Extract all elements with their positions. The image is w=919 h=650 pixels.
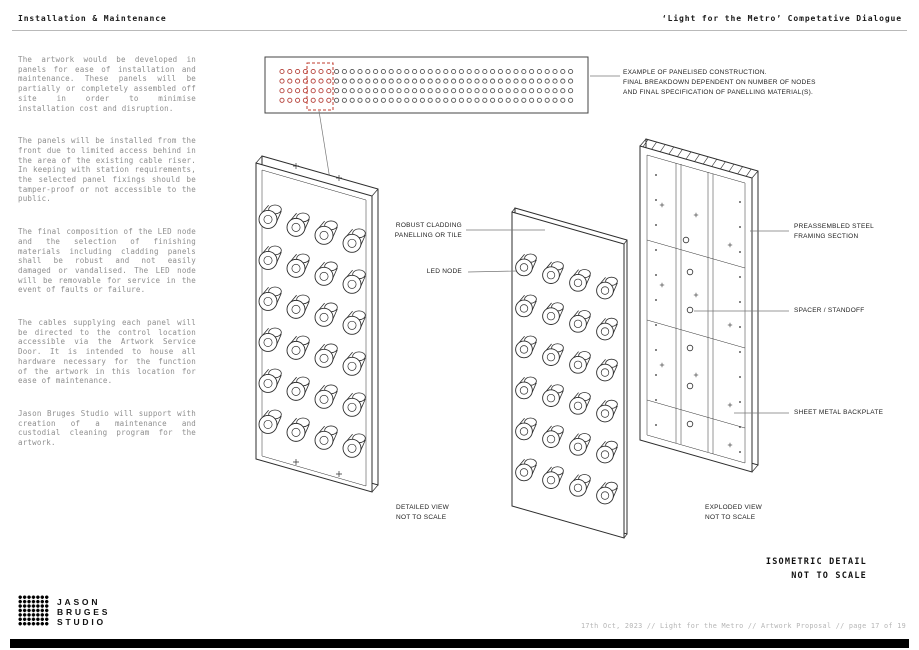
body-paragraph: The cables supplying each panel will be …: [18, 318, 196, 386]
led-node-label: LED NODE: [426, 268, 462, 275]
page-bottom-bar: [10, 639, 909, 648]
body-paragraph: The panels will be installed from the fr…: [18, 136, 196, 204]
spacer-label: SPACER / STANDOFF: [794, 307, 865, 314]
panel-strip-dots: [279, 68, 574, 103]
panel-strip-outline: [264, 56, 589, 114]
panel-fixing-marks: [293, 163, 342, 477]
body-copy: The artwork would be developed in panels…: [18, 55, 196, 471]
body-paragraph: The final composition of the LED node an…: [18, 227, 196, 295]
detailed-view-caption: DETAILED VIEW NOT TO SCALE: [396, 504, 449, 521]
framing-label: PREASSEMBLED STEEL FRAMING SECTION: [794, 223, 874, 240]
studio-logo-mark: [18, 595, 49, 626]
annotation-leaders: [466, 229, 789, 414]
framing-rails: [646, 163, 746, 454]
framing-fixing-marks: [655, 174, 741, 453]
body-paragraph: Jason Bruges Studio will support with cr…: [18, 408, 196, 448]
framing-top-hatch: [642, 139, 752, 177]
cladding-label: ROBUST CLADDING PANELLING OR TILE: [394, 222, 462, 239]
isometric-detail-caption: ISOMETRIC DETAIL NOT TO SCALE: [765, 557, 867, 582]
studio-logo-text: JASON BRUGES STUDIO: [57, 597, 110, 627]
exploded-led-nodes: [515, 253, 618, 505]
leader-detail-reference: [318, 110, 332, 187]
header-rule: [12, 30, 907, 31]
backplate-label: SHEET METAL BACKPLATE: [794, 409, 884, 416]
logo-line: STUDIO: [57, 617, 106, 627]
footer-meta: 17th Oct, 2023 // Light for the Metro //…: [580, 622, 906, 630]
framing-section: [639, 138, 759, 473]
exploded-view-caption: EXPLODED VIEW NOT TO SCALE: [705, 504, 763, 521]
logo-line: JASON: [57, 597, 101, 607]
spacer-standoffs: [682, 236, 694, 428]
detailed-view-panel: [255, 155, 379, 493]
body-paragraph: The artwork would be developed in panels…: [18, 55, 196, 113]
detailed-led-nodes: [258, 204, 366, 458]
exploded-cladding-panel: [511, 207, 628, 539]
example-note-label: EXAMPLE OF PANELISED CONSTRUCTION. FINAL…: [623, 69, 816, 96]
leader-led-node: [467, 270, 517, 273]
page-section-title: Installation & Maintenance: [18, 14, 167, 23]
logo-line: BRUGES: [57, 607, 111, 617]
document-title: ‘Light for the Metro’ Competative Dialog…: [661, 14, 902, 23]
highlight-red-dashed-box: [306, 62, 334, 111]
